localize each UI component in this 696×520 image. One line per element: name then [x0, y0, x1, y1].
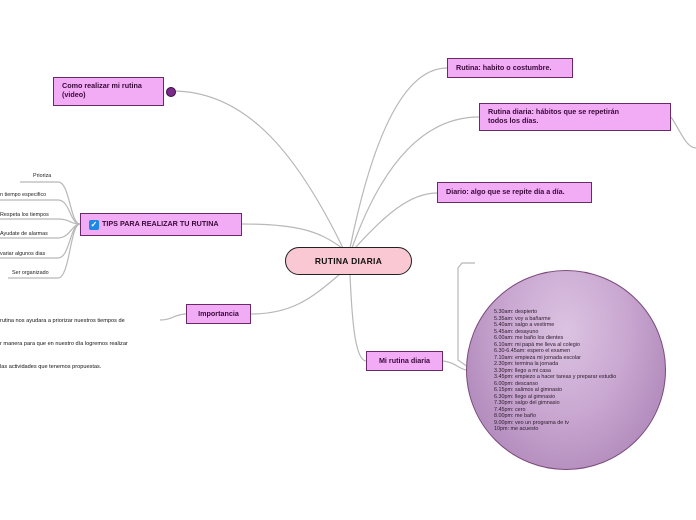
connector-rutina-diaria — [351, 116, 480, 249]
schedule-circle[interactable] — [466, 270, 666, 470]
node-diario-label: Diario: algo que se repite día a día. — [446, 187, 565, 197]
node-video[interactable]: Como realizar mi rutina (video) — [53, 77, 164, 106]
importancia-note-line-2: r manera para que en nuestro día logremo… — [0, 340, 128, 347]
node-rutina-diaria[interactable]: Rutina diaria: hábitos que se repetirán … — [479, 103, 671, 131]
importancia-note-line-1: rutina nos ayudara a priorizar nuestros … — [0, 318, 125, 325]
node-tips[interactable]: ✓ TIPS PARA REALIZAR TU RUTINA — [80, 213, 242, 236]
schedule-item: 5.40am: salgo a vestirme — [494, 322, 555, 328]
tip-leaf[interactable]: n tiempo especifico — [0, 192, 47, 198]
importancia-note[interactable]: rutina nos ayudara a priorizar nuestros … — [0, 303, 160, 379]
schedule-item: 7.10am: empieza mi jornada escolar — [494, 354, 581, 361]
schedule-item: 10pm: me acuesto — [494, 426, 539, 432]
checkbox-icon: ✓ — [89, 219, 99, 230]
connector-bracket — [457, 262, 475, 368]
schedule-item: 6.30pm: llego al gimnasio — [494, 393, 556, 400]
node-importancia[interactable]: Importancia — [186, 304, 251, 324]
schedule-item: 6.00am: me baño los dientes — [494, 335, 564, 341]
node-rutina-diaria-label-2: todos los días. — [488, 115, 539, 125]
tip-leaf[interactable]: Ayudate de alarmas — [0, 231, 48, 237]
video-link-icon[interactable] — [166, 87, 176, 97]
connector-rutina-diaria-out — [670, 116, 696, 149]
connector-tips — [241, 223, 343, 249]
tip-leaf[interactable]: variar algunos dias — [0, 251, 46, 257]
tip-leaf[interactable]: Prioriza — [33, 173, 52, 179]
node-habito[interactable]: Rutina: habito o costumbre. — [447, 58, 573, 78]
schedule-item: 8.00pm: me baño — [494, 413, 536, 419]
connector-diario — [354, 192, 438, 249]
schedule-item: 3.30pm: llego a mi casa — [494, 367, 551, 374]
schedule-item: 9.00pm: veo un programa de tv — [494, 419, 569, 426]
connector-mi-rutina — [349, 274, 367, 362]
schedule-item: 6.00pm: descanso — [494, 380, 539, 387]
node-importancia-label: Importancia — [198, 308, 239, 318]
node-video-label-2: (video) — [62, 89, 86, 99]
central-topic-label: RUTINA DIARIA — [314, 256, 383, 266]
central-topic[interactable]: RUTINA DIARIA — [285, 247, 412, 275]
connector-importancia — [250, 273, 341, 315]
schedule-item: 7.30pm: salgo del gimnasio — [494, 400, 560, 406]
node-tips-label: TIPS PARA REALIZAR TU RUTINA — [102, 219, 219, 229]
schedule-item: 3.45pm: empiezo a hacer tareas y prepara… — [494, 374, 617, 380]
node-video-label-1: Como realizar mi rutina — [62, 81, 142, 90]
connector-schedule — [442, 360, 468, 371]
tip-leaf[interactable]: Ser organizado — [12, 270, 49, 276]
schedule-item: 6.10am: mi papá me lleva al colegio — [494, 341, 580, 348]
schedule-item: 5.35am: voy a bañarme — [494, 315, 551, 322]
schedule-item: 5.30am: despierto — [494, 309, 538, 315]
schedule-list: 5.30am: despierto 5.35am: voy a bañarme … — [494, 309, 616, 433]
schedule-item: 6.30-6.45am: espero el examen — [494, 348, 571, 354]
connector-video — [173, 90, 344, 249]
schedule-item: 7.45pm: cero — [494, 406, 526, 413]
schedule-item: 2.30pm: termina la jornada — [494, 361, 559, 367]
tip-leaf[interactable]: Respeta los tiempos — [0, 212, 49, 218]
node-mi-rutina[interactable]: Mi rutina diaria — [366, 351, 443, 371]
connector-habito — [349, 67, 448, 249]
node-rutina-diaria-label-1: Rutina diaria: hábitos que se repetirán — [488, 107, 619, 116]
node-habito-label: Rutina: habito o costumbre. — [456, 62, 552, 72]
node-diario[interactable]: Diario: algo que se repite día a día. — [437, 182, 592, 203]
importancia-note-line-3: las actividades que tenemos propuestas. — [0, 363, 102, 370]
schedule-item: 5.45am: desayuno — [494, 328, 539, 335]
schedule-item: 6.15pm: salimos al gimnasio — [494, 387, 563, 393]
node-mi-rutina-label: Mi rutina diaria — [378, 355, 431, 365]
